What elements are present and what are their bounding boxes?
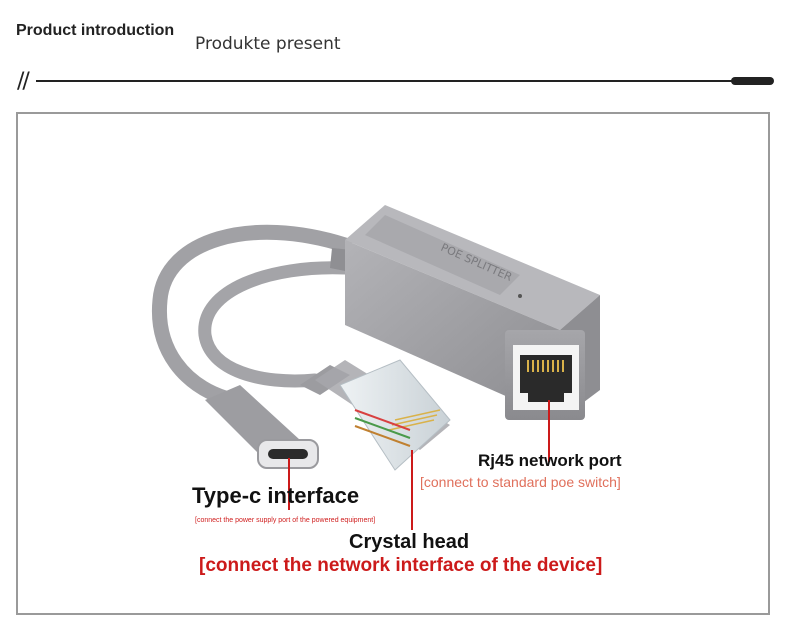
crystal-head-note: [connect the network interface of the de… (199, 555, 603, 576)
rj45-label: Rj45 network port (478, 451, 622, 470)
typec-plug (205, 385, 319, 469)
divider-end-cap (731, 77, 774, 85)
rj45-port (505, 330, 585, 420)
slashes-decoration: // (17, 69, 30, 94)
rj45-note: [connect to standard poe switch] (420, 474, 621, 490)
crystal-head-label: Crystal head (349, 531, 470, 553)
typec-note: [connect the power supply port of the po… (195, 517, 376, 524)
crystal-head-plug (300, 359, 451, 471)
cable-upper (151, 224, 353, 406)
cable-lower (198, 261, 352, 388)
section-title: Product introduction (16, 22, 175, 39)
header-divider (36, 80, 736, 82)
typec-label: Type-c interface (192, 483, 360, 508)
section-subtitle: Produkte present (195, 34, 341, 54)
